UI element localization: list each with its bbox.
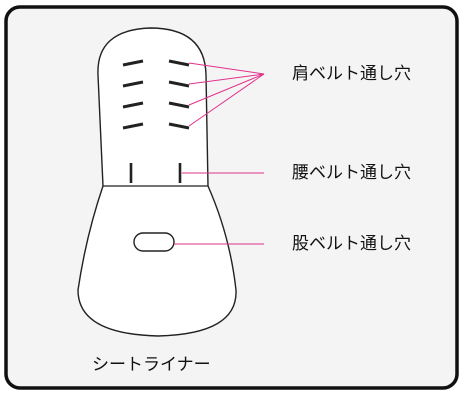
shoulder-slots-left: [122, 59, 144, 130]
label-shoulder-belt-holes: 肩ベルト通し穴: [292, 64, 411, 84]
crotch-slot: [133, 232, 175, 252]
shoulder-slot: [168, 101, 190, 109]
leader-lines: [174, 62, 265, 245]
shoulder-slot: [168, 59, 190, 67]
caption-seat-liner: シートライナー: [92, 355, 211, 375]
label-waist-belt-holes: 腰ベルト通し穴: [292, 163, 411, 183]
leader-line-shoulder: [188, 62, 265, 75]
shoulder-slot: [168, 122, 190, 130]
shoulder-slot: [122, 122, 144, 130]
waist-slots: [129, 163, 182, 183]
label-crotch-belt-holes: 股ベルト通し穴: [292, 234, 411, 254]
shoulder-slots-right: [168, 59, 190, 130]
shoulder-slot: [122, 80, 144, 88]
leader-line-shoulder: [188, 73, 265, 106]
leader-line-shoulder: [188, 73, 265, 127]
leader-line-shoulder: [188, 73, 265, 85]
shoulder-slot: [122, 59, 144, 67]
seat-liner-outline: [77, 27, 237, 337]
shoulder-slot: [122, 101, 144, 109]
shoulder-slot: [168, 80, 190, 88]
